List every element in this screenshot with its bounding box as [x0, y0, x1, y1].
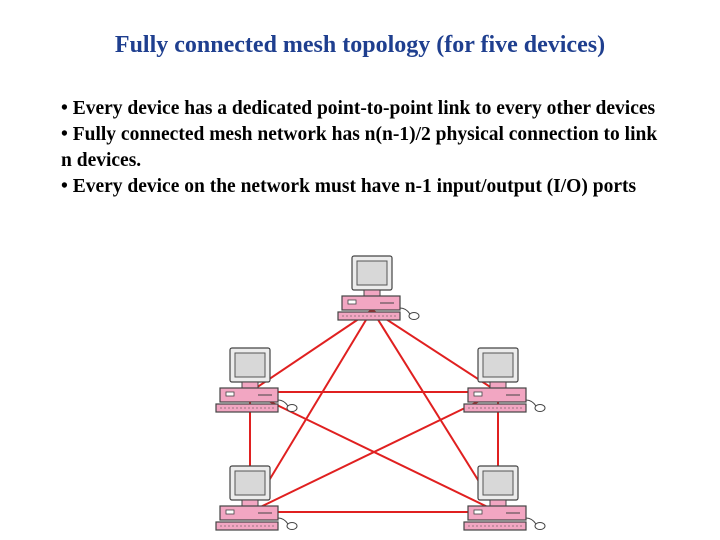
- bullet-item: • Every device has a dedicated point-to-…: [61, 98, 656, 119]
- computer-icon: [215, 465, 298, 531]
- computer-icon: [215, 347, 298, 413]
- computer-icon: [337, 255, 420, 321]
- mesh-links: [249, 309, 499, 513]
- computer-icon: [463, 347, 546, 413]
- link-right-bottom-left: [249, 391, 499, 513]
- bullet-item: • Every device on the network must have …: [61, 176, 637, 197]
- bullet-list: • Every device has a dedicated point-to-…: [61, 96, 671, 200]
- slide-title: Fully connected mesh topology (for five …: [114, 32, 606, 58]
- link-top-bottom-right: [371, 309, 499, 513]
- link-top-right: [371, 309, 499, 393]
- bullet-item: • Fully connected mesh network has n(n-1…: [61, 124, 658, 171]
